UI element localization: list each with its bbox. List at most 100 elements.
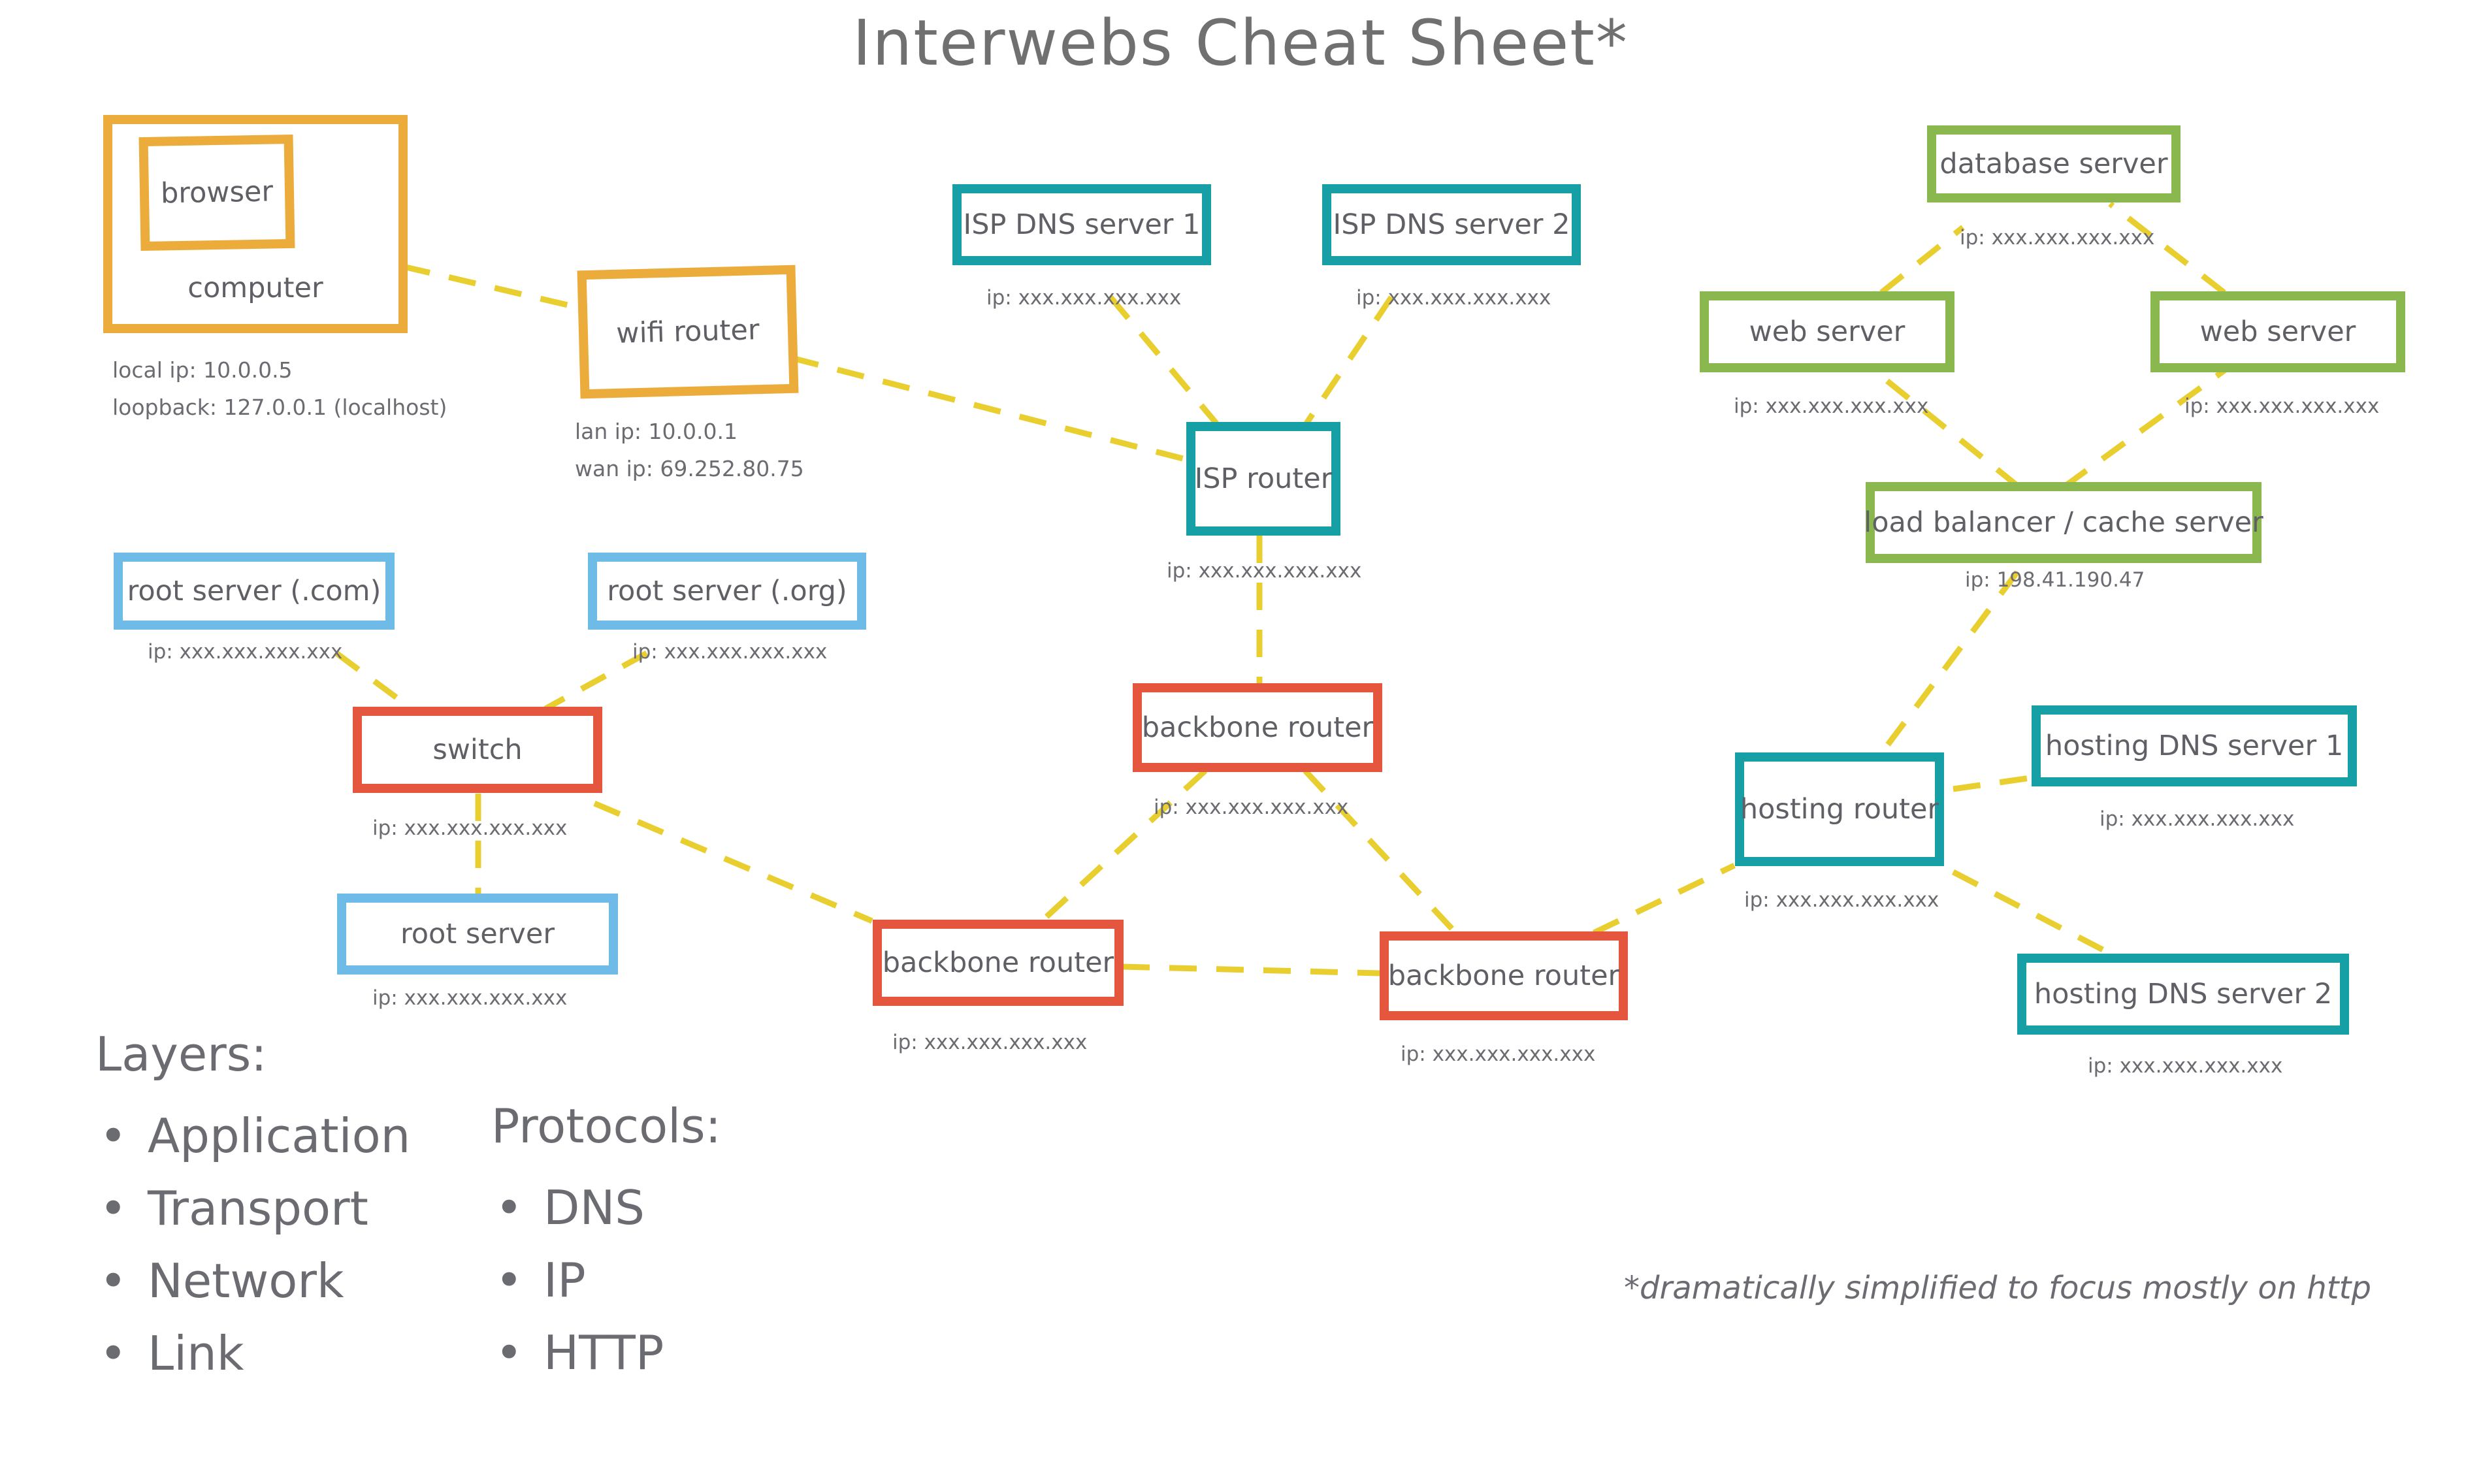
- hosting-router-node: hosting router: [1735, 752, 1944, 866]
- protocols-list: • DNS •IP • HTTP: [495, 1172, 664, 1389]
- link-lb-web2: [2062, 363, 2233, 489]
- protocols-heading: Protocols:: [491, 1099, 721, 1153]
- list-item: • HTTP: [495, 1317, 664, 1389]
- root-server-label: root server: [400, 918, 555, 950]
- list-item: •IP: [495, 1244, 664, 1317]
- isp-dns-server-2-ip: ip: xxx.xxx.xxx.xxx: [1356, 286, 1551, 310]
- root-server-org-node: root server (.org): [588, 553, 866, 630]
- hosting-dns-server-2-label: hosting DNS server 2: [2034, 978, 2333, 1010]
- link-root-org-switch: [543, 651, 649, 711]
- database-server-label: database server: [1939, 148, 2168, 180]
- backbone-router-left-ip: ip: xxx.xxx.xxx.xxx: [892, 1031, 1088, 1054]
- link-switch-backbone-left: [593, 800, 873, 924]
- backbone-router-left-node: backbone router: [873, 920, 1124, 1006]
- web-server-1-ip: ip: xxx.xxx.xxx.xxx: [1734, 395, 1929, 418]
- hosting-dns-server-1-node: hosting DNS server 1: [2032, 705, 2357, 786]
- link-hosting-lb: [1885, 560, 2028, 747]
- bullet: •: [99, 1108, 127, 1163]
- root-server-ip: ip: xxx.xxx.xxx.xxx: [372, 986, 568, 1010]
- backbone-router-right-node: backbone router: [1380, 931, 1628, 1020]
- bullet: •: [99, 1326, 127, 1381]
- list-item: • DNS: [495, 1172, 664, 1244]
- link-backbone-right-hosting: [1593, 862, 1736, 936]
- bullet: •: [99, 1253, 127, 1308]
- bullet: •: [495, 1325, 523, 1380]
- hosting-dns-server-1-ip: ip: xxx.xxx.xxx.xxx: [2100, 807, 2295, 831]
- link-backbone-top-right: [1303, 768, 1461, 938]
- link-hosting-dns1: [1953, 774, 2035, 792]
- lan-ip-text: lan ip: 10.0.0.1: [575, 419, 738, 444]
- link-wifi-isp-router: [790, 355, 1192, 464]
- bullet: •: [495, 1180, 523, 1235]
- switch-node: switch: [353, 707, 602, 793]
- layers-heading: Layers:: [95, 1027, 267, 1082]
- link-backbone-top-left: [1039, 768, 1208, 924]
- isp-dns-server-2-node: ISP DNS server 2: [1322, 184, 1581, 265]
- isp-router-ip: ip: xxx.xxx.xxx.xxx: [1167, 559, 1362, 583]
- hosting-dns-server-1-label: hosting DNS server 1: [2045, 730, 2344, 762]
- database-server-ip: ip: xxx.xxx.xxx.xxx: [1960, 226, 2155, 250]
- wifi-router-notes: lan ip: 10.0.0.1 wan ip: 69.252.80.75: [575, 413, 804, 487]
- link-web2-db: [2108, 201, 2226, 295]
- root-server-org-ip: ip: xxx.xxx.xxx.xxx: [632, 640, 828, 664]
- hosting-router-ip: ip: xxx.xxx.xxx.xxx: [1744, 888, 1939, 912]
- backbone-router-top-node: backbone router: [1133, 683, 1382, 772]
- link-root-com-switch: [334, 651, 413, 711]
- page-title: Interwebs Cheat Sheet*: [852, 7, 1629, 80]
- layer-network: Network: [148, 1253, 344, 1308]
- hosting-dns-server-2-ip: ip: xxx.xxx.xxx.xxx: [2088, 1054, 2283, 1078]
- backbone-router-right-label: backbone router: [1387, 960, 1620, 992]
- bullet: •: [99, 1181, 127, 1236]
- backbone-router-top-ip: ip: xxx.xxx.xxx.xxx: [1154, 796, 1349, 819]
- browser-node: browser: [138, 134, 295, 251]
- link-hosting-dns2: [1951, 869, 2118, 960]
- list-item: • Network: [99, 1245, 410, 1317]
- root-server-com-ip: ip: xxx.xxx.xxx.xxx: [148, 640, 343, 664]
- footnote: *dramatically simplified to focus mostly…: [1624, 1270, 2371, 1306]
- backbone-router-left-label: backbone router: [882, 946, 1114, 979]
- protocol-ip: IP: [543, 1253, 586, 1308]
- isp-router-label: ISP router: [1194, 462, 1333, 495]
- computer-notes: local ip: 10.0.0.5 loopback: 127.0.0.1 (…: [112, 351, 447, 426]
- load-balancer-label: load balancer / cache server: [1864, 506, 2263, 539]
- list-item: • Link: [99, 1317, 410, 1390]
- layer-link: Link: [148, 1326, 244, 1381]
- computer-label: computer: [187, 272, 323, 304]
- link-isp-dns2-isp-router: [1304, 295, 1394, 425]
- layers-list: • Application • Transport • Network • Link: [99, 1100, 410, 1390]
- root-server-org-label: root server (.org): [607, 575, 847, 607]
- isp-dns-server-1-node: ISP DNS server 1: [952, 184, 1211, 265]
- load-balancer-node: load balancer / cache server: [1864, 482, 2263, 563]
- isp-dns-server-2-label: ISP DNS server 2: [1333, 208, 1570, 241]
- wan-ip-text: wan ip: 69.252.80.75: [575, 456, 804, 481]
- backbone-router-top-label: backbone router: [1141, 711, 1374, 744]
- root-server-com-label: root server (.com): [127, 575, 381, 607]
- switch-ip: ip: xxx.xxx.xxx.xxx: [372, 816, 568, 840]
- web-server-1-label: web server: [1749, 315, 1905, 348]
- list-item: • Application: [99, 1100, 410, 1172]
- protocol-http: HTTP: [543, 1325, 664, 1380]
- layer-application: Application: [148, 1108, 411, 1163]
- database-server-node: database server: [1927, 125, 2181, 202]
- local-ip-text: local ip: 10.0.0.5: [112, 357, 293, 383]
- root-server-com-node: root server (.com): [114, 553, 395, 630]
- link-web1-db: [1879, 225, 1965, 295]
- list-item: • Transport: [99, 1172, 410, 1245]
- loopback-text: loopback: 127.0.0.1 (localhost): [112, 395, 447, 420]
- web-server-1-node: web server: [1700, 291, 1954, 372]
- hosting-router-label: hosting router: [1740, 793, 1939, 826]
- layer-transport: Transport: [148, 1181, 368, 1236]
- hosting-dns-server-2-node: hosting DNS server 2: [2017, 954, 2349, 1035]
- isp-dns-server-1-label: ISP DNS server 1: [963, 208, 1201, 241]
- link-backbone-left-right: [1122, 963, 1380, 976]
- root-server-node: root server: [337, 894, 618, 975]
- isp-dns-server-1-ip: ip: xxx.xxx.xxx.xxx: [986, 286, 1182, 310]
- wifi-router-node: wifi router: [577, 265, 799, 399]
- backbone-router-right-ip: ip: xxx.xxx.xxx.xxx: [1401, 1042, 1596, 1066]
- load-balancer-ip: ip: 198.41.190.47: [1965, 568, 2145, 592]
- link-lb-web1: [1873, 368, 2020, 489]
- protocol-dns: DNS: [543, 1180, 645, 1235]
- web-server-2-ip: ip: xxx.xxx.xxx.xxx: [2184, 395, 2380, 418]
- switch-label: switch: [432, 734, 523, 766]
